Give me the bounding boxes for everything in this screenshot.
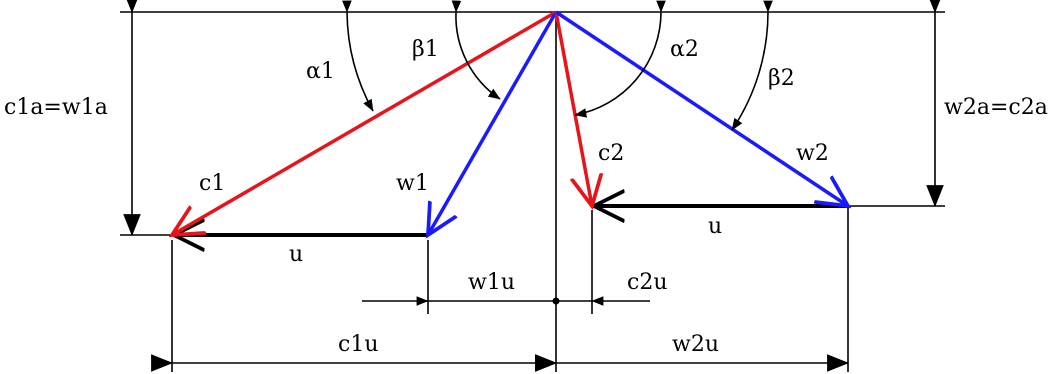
w1-vector — [428, 11, 558, 235]
beta2-arc — [731, 0, 773, 131]
u-left-label: u — [289, 242, 303, 267]
w1-label: w1 — [396, 171, 429, 196]
c2u-label: c2u — [627, 270, 668, 295]
c1-label: c1 — [199, 171, 225, 196]
alpha1-arc — [342, 0, 374, 112]
w2-label: w2 — [796, 141, 829, 166]
alpha1-label: α1 — [306, 59, 335, 84]
c1u-label: c1u — [338, 332, 379, 357]
beta1-arc — [451, 0, 501, 100]
w1u-label: w1u — [468, 270, 515, 295]
c1a-w1a-label: c1a=w1a — [4, 95, 108, 120]
w2a-c2a-label: w2a=c2a — [944, 95, 1048, 120]
beta2-label: β2 — [768, 66, 795, 91]
c2-vector — [554, 11, 592, 206]
alpha2-label: α2 — [670, 37, 699, 62]
beta1-label: β1 — [412, 37, 439, 62]
w2-vector — [555, 10, 848, 206]
w2u-label: w2u — [672, 332, 719, 357]
u-right-label: u — [708, 214, 722, 239]
c1-vector — [172, 10, 557, 235]
axis-intersection-dot — [552, 297, 560, 305]
c2-label: c2 — [598, 141, 624, 166]
alpha2-arc — [574, 0, 666, 118]
